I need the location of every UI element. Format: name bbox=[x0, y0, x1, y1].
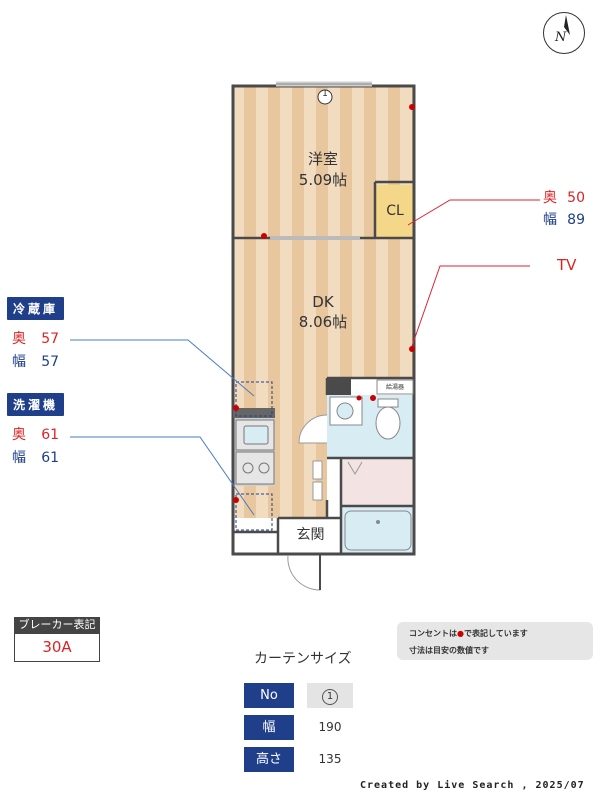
dk-floor bbox=[233, 238, 414, 378]
washroom-floor bbox=[341, 458, 415, 506]
door-swing-toilet bbox=[298, 414, 328, 444]
curtain-table: No 1 幅 190 高さ 135 bbox=[244, 683, 353, 772]
stove bbox=[235, 451, 275, 485]
fridge-title: 冷蔵庫 bbox=[7, 297, 65, 320]
outlet-markers bbox=[233, 104, 415, 503]
window-marker-label: 1 bbox=[322, 89, 328, 99]
washer-title: 洗濯機 bbox=[7, 393, 65, 416]
compass-north-label: N bbox=[555, 30, 567, 45]
curtain-row: No 1 bbox=[244, 683, 353, 708]
fridge-space bbox=[235, 381, 273, 417]
closet-floor bbox=[375, 185, 414, 238]
closet-dimensions: 奥 50 幅 89 bbox=[543, 190, 585, 228]
toilet bbox=[375, 406, 401, 440]
outlet-dot-icon: ● bbox=[457, 629, 464, 638]
compass bbox=[543, 12, 585, 54]
north-arrow-icon bbox=[564, 15, 570, 35]
curtain-row: 高さ 135 bbox=[244, 747, 353, 772]
washer-space bbox=[235, 493, 273, 531]
fridge-dimensions: 奥 57 幅 57 bbox=[12, 331, 60, 370]
curtain-no-circle: 1 bbox=[322, 689, 338, 705]
water-heater bbox=[376, 379, 414, 395]
curtain-row: 幅 190 bbox=[244, 715, 353, 740]
washer-dimensions: 奥 61 幅 61 bbox=[12, 427, 60, 466]
water-heater-label: 給湯器 bbox=[385, 384, 404, 391]
tv-label: TV bbox=[557, 256, 577, 274]
pipe-space bbox=[327, 378, 351, 395]
window-marker-circle bbox=[317, 89, 333, 105]
leader-lines bbox=[70, 199, 540, 516]
outlet-note: コンセントは●で表記しています 寸法は目安の数値です bbox=[397, 622, 593, 660]
bathtub bbox=[344, 510, 412, 551]
closet-label: CL bbox=[386, 203, 404, 219]
dk-label: DK 8.06帖 bbox=[298, 293, 348, 331]
entrance-floor bbox=[278, 518, 341, 554]
curtain-title: カーテンサイズ bbox=[254, 651, 352, 667]
breaker-value: 30A bbox=[14, 633, 100, 662]
entrance-label: 玄関 bbox=[296, 527, 325, 543]
western-room-label: 洋室 5.09帖 bbox=[298, 150, 348, 189]
credit-text: Created by Live Search , 2025/07 bbox=[360, 780, 585, 791]
entry-door-swing bbox=[287, 554, 321, 591]
breaker-title: ブレーカー表記 bbox=[14, 617, 100, 633]
